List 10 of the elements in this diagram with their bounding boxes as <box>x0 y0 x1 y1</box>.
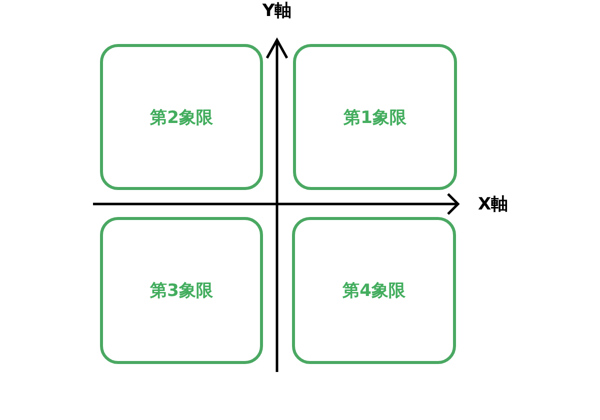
quadrant-box <box>292 217 456 364</box>
axis-label: Y軸 <box>262 2 292 21</box>
quadrant-box <box>100 217 263 364</box>
quadrant-label: 第1象限 <box>344 106 406 128</box>
quadrant-label: 第4象限 <box>342 280 406 302</box>
quadrant-box <box>293 44 457 190</box>
quadrant-label: 第2象限 <box>150 106 213 128</box>
axis-label: X軸 <box>478 196 508 214</box>
quadrant-label: 第3象限 <box>150 280 213 302</box>
quadrant-box <box>100 44 263 190</box>
